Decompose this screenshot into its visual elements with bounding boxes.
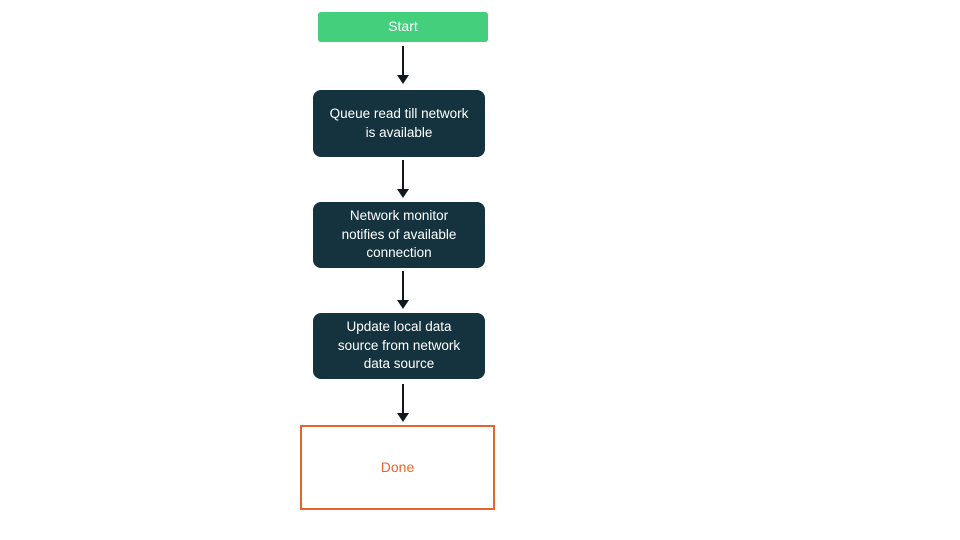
flow-node-done: Done [300, 425, 495, 510]
arrow-down-icon [397, 384, 409, 422]
arrow-shaft [402, 271, 404, 300]
flow-node-update-local-data: Update local data source from network da… [313, 313, 485, 379]
arrow-down-icon [397, 46, 409, 84]
flow-node-queue-read-label: Queue read till network is available [329, 105, 469, 140]
arrow-down-icon [397, 160, 409, 198]
flow-node-update-local-data-label: Update local data source from network da… [337, 319, 461, 372]
flow-node-network-monitor-label: Network monitor notifies of available co… [341, 208, 457, 261]
arrow-shaft [402, 384, 404, 413]
arrow-head [397, 189, 409, 198]
flow-node-network-monitor: Network monitor notifies of available co… [313, 202, 485, 268]
arrow-shaft [402, 46, 404, 75]
flow-node-start: Start [318, 12, 488, 42]
flow-node-queue-read: Queue read till network is available [313, 90, 485, 157]
arrow-head [397, 413, 409, 422]
flow-node-done-label: Done [380, 458, 415, 475]
arrow-down-icon [397, 271, 409, 309]
arrow-head [397, 75, 409, 84]
arrow-head [397, 300, 409, 309]
flow-node-start-label: Start [388, 18, 418, 35]
arrow-shaft [402, 160, 404, 189]
